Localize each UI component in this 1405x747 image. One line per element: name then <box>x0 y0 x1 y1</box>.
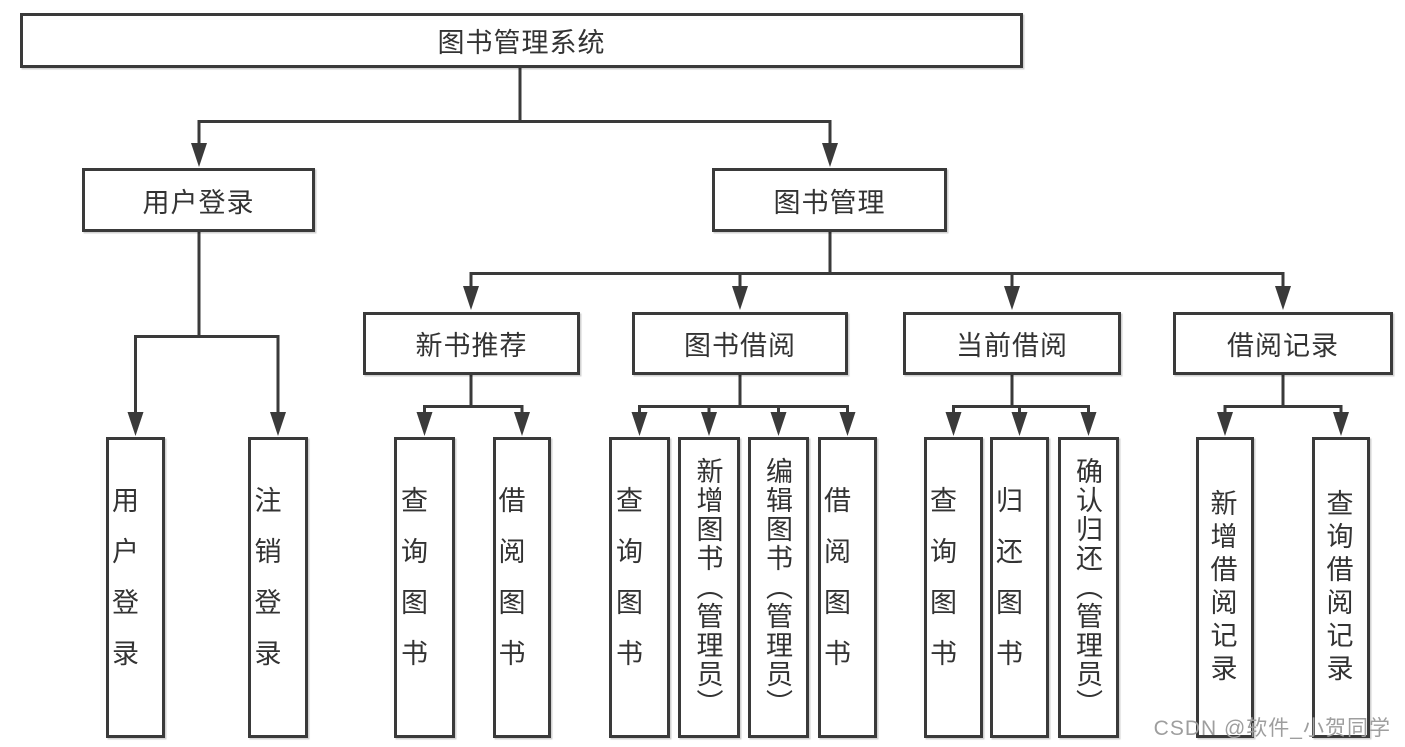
node-book-management: 图书管理 <box>712 168 947 232</box>
leaf-borrow-books-borrow: 借阅图书 <box>818 437 877 738</box>
leaf-edit-book-admin: 编辑图书（管理员） <box>748 437 809 738</box>
arrowhead <box>1004 286 1020 310</box>
node-user-login: 用户登录 <box>82 168 315 232</box>
connector-borrowrecord-to-leaves <box>1223 375 1343 413</box>
arrowhead <box>1333 412 1349 436</box>
node-borrowing-records: 借阅记录 <box>1173 312 1393 375</box>
connector-newrec-to-leaves <box>423 375 524 413</box>
arrowhead <box>463 286 479 310</box>
leaf-add-borrow-record: 新增借阅记录 <box>1196 437 1254 738</box>
leaf-logout: 注销登录 <box>248 437 308 738</box>
arrowhead <box>1217 412 1233 436</box>
leaf-query-books-newrec: 查询图书 <box>394 437 455 738</box>
connector-bookmgmt-to-level3 <box>469 232 1285 286</box>
leaf-return-books: 归还图书 <box>990 437 1049 738</box>
arrowhead <box>1080 412 1097 436</box>
arrowhead <box>191 143 207 167</box>
leaf-add-book-admin: 新增图书（管理员） <box>678 437 740 738</box>
connector-bookborrow-to-leaves <box>638 375 849 413</box>
arrowhead <box>839 412 856 436</box>
watermark: CSDN @软件_小贺同学 <box>1153 717 1391 740</box>
arrowhead <box>770 412 787 436</box>
leaf-borrow-books-newrec: 借阅图书 <box>493 437 551 738</box>
arrowhead <box>1011 412 1028 436</box>
arrowhead <box>416 412 433 436</box>
node-current-borrowing: 当前借阅 <box>903 312 1121 375</box>
node-new-book-recommend: 新书推荐 <box>363 312 580 375</box>
arrowhead <box>127 412 144 436</box>
leaf-query-borrow-record: 查询借阅记录 <box>1312 437 1370 738</box>
arrowhead <box>1275 286 1291 310</box>
arrowhead <box>732 286 748 310</box>
connector-userlogin-to-leaves <box>134 232 280 413</box>
connector-currentborrow-to-leaves <box>952 375 1090 413</box>
arrowhead <box>270 412 286 436</box>
leaf-confirm-return-admin: 确认归还（管理员） <box>1058 437 1119 738</box>
leaf-query-books-borrow: 查询图书 <box>609 437 670 738</box>
node-book-borrowing: 图书借阅 <box>632 312 848 375</box>
arrowhead <box>514 412 530 436</box>
node-book-management-system: 图书管理系统 <box>20 13 1023 68</box>
arrowhead <box>822 143 838 167</box>
connector-root-to-level2 <box>197 68 832 143</box>
leaf-query-books-current: 查询图书 <box>924 437 983 738</box>
arrowhead <box>945 412 962 436</box>
leaf-user-login: 用户登录 <box>106 437 165 738</box>
arrowhead <box>701 412 717 436</box>
arrowhead <box>631 412 648 436</box>
